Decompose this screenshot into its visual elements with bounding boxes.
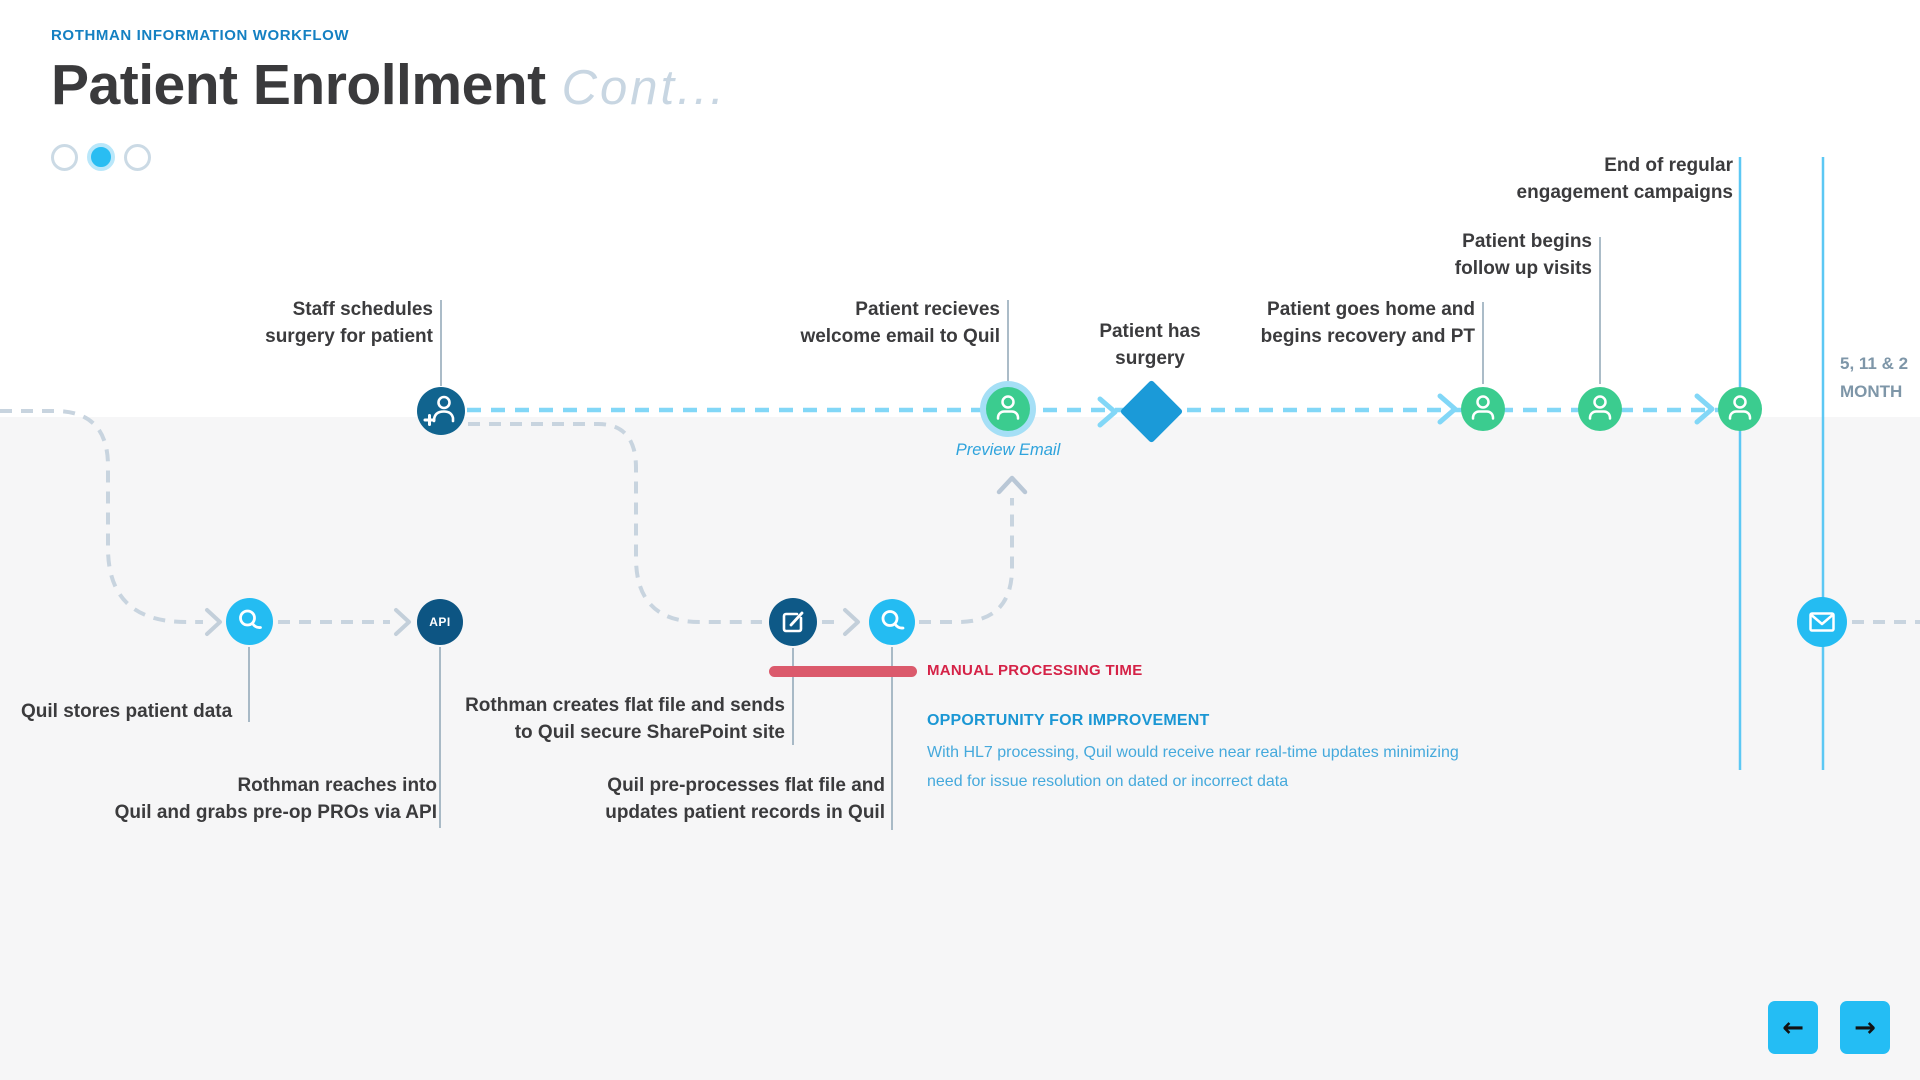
api-badge-label: API [429,615,451,629]
node-staff-schedules [417,387,465,435]
node-quil-search [226,598,273,645]
flow-path-staff-to-edit [468,422,762,624]
manual-processing-label: MANUAL PROCESSING TIME [927,662,1143,679]
node-followup-visits [1578,387,1622,431]
label-months-milestones: 5, 11 & 2 MONTH [1840,350,1920,406]
arrow-up-icon [996,475,1028,495]
workflow-eyebrow: ROTHMAN INFORMATION WORKFLOW [51,27,350,44]
page-title-row: Patient Enrollment Cont... [51,52,727,118]
node-patient-home [1461,387,1505,431]
pager-dot-1[interactable] [51,143,78,171]
chevron-right-icon [1437,393,1458,425]
node-search-preprocess [869,599,915,645]
label-followup-visits: Patient begins follow up visits [1454,231,1592,279]
months-value: 5, 11 & 2 [1840,354,1909,373]
person-add-icon [423,395,455,426]
node-edit-flatfile [769,598,817,646]
node-mail-campaign [1797,597,1847,647]
months-unit: MONTH [1840,382,1903,401]
label-rothman-flatfile: Rothman creates flat file and sends to Q… [465,695,785,743]
label-quil-preprocess: Quil pre-processes flat file and updates… [605,775,885,823]
label-rothman-reaches: Rothman reaches into Quil and grabs pre-… [114,775,437,823]
node-api: API [417,599,463,645]
pager-dot-2[interactable] [87,143,115,171]
person-icon [1728,395,1752,420]
label-patient-receives-email: Patient recieves welcome email to Quil [800,299,1000,347]
node-end-campaigns [1718,387,1762,431]
pager-dot-3[interactable] [124,143,151,171]
opportunity-body: With HL7 processing, Quil would receive … [927,744,1459,790]
flow-path-left-curve [0,409,203,624]
next-slide-button[interactable]: → [1840,1001,1890,1054]
manual-processing-bar [769,666,917,677]
label-patient-has-surgery: Patient has surgery [1099,321,1201,369]
arrow-right-icon: → [1854,1012,1876,1043]
chevron-right-icon [1097,396,1118,428]
node-welcome-email [986,387,1030,431]
chevron-right-icon [843,608,860,636]
label-end-campaigns: End of regular engagement campaigns [1516,155,1733,203]
label-staff-schedules: Staff schedules surgery for patient [265,299,433,347]
person-icon [996,395,1020,420]
prev-slide-button[interactable]: ← [1768,1001,1818,1054]
label-quil-stores-data: Quil stores patient data [21,701,233,722]
opportunity-title: OPPORTUNITY FOR IMPROVEMENT [927,712,1210,729]
person-icon [1471,395,1495,420]
mail-icon [1809,612,1835,632]
search-icon [881,610,905,630]
chevron-right-icon [394,608,411,636]
arrow-left-icon: ← [1782,1012,1804,1043]
label-patient-goes-home: Patient goes home and begins recovery an… [1260,299,1475,347]
edit-icon [782,611,804,633]
person-icon [1588,395,1612,420]
chevron-right-icon [205,608,222,636]
flow-path-search-to-email [919,498,1014,624]
lower-background-band [0,417,1920,1080]
pager [51,143,151,171]
page-title-suffix: Cont... [561,61,727,115]
search-icon [239,609,262,629]
page-title: Patient Enrollment [51,53,546,117]
chevron-right-icon [1694,393,1715,425]
preview-email-link[interactable]: Preview Email [955,441,1061,459]
